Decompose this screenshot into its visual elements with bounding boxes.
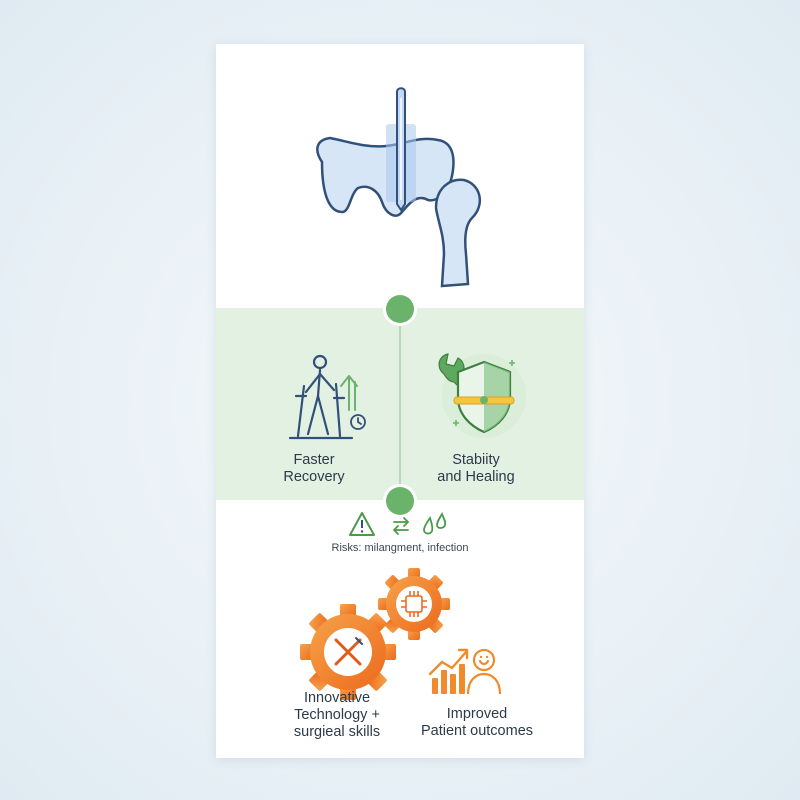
panel-divider xyxy=(399,308,401,500)
infographic-card: Faster Recovery Stabiity and Healing Ris… xyxy=(216,44,584,758)
small-gear xyxy=(378,568,450,640)
risks-label: Risks: milangment, infection xyxy=(331,542,469,554)
improved-outcomes-label: Improved Patient outcomes xyxy=(420,706,534,739)
femur-bone xyxy=(434,178,482,288)
walking-crutches-icon xyxy=(288,354,366,440)
top-connector-dot xyxy=(386,295,414,323)
warning-triangle-icon xyxy=(349,512,375,536)
swap-arrows-icon xyxy=(392,517,410,535)
gears-illustration xyxy=(300,568,450,700)
risk-icons xyxy=(349,511,447,536)
faster-recovery-label: Faster Recovery xyxy=(283,452,345,485)
bottom-connector-dot xyxy=(386,487,414,515)
hip-bone-nail-illustration xyxy=(316,87,482,288)
pelvis-bone xyxy=(316,136,455,217)
chart-person-icon xyxy=(428,648,502,695)
water-drops-icon xyxy=(423,511,447,535)
scalpel-tools-icon xyxy=(334,637,363,666)
stability-label: Stabiity and Healing xyxy=(437,452,515,485)
large-gear xyxy=(300,604,396,700)
circuit-chip-icon xyxy=(401,591,427,617)
innovative-technology-label: Innovative Technology + surgieal skills xyxy=(293,690,381,740)
shield-wrench-icon xyxy=(438,353,526,438)
